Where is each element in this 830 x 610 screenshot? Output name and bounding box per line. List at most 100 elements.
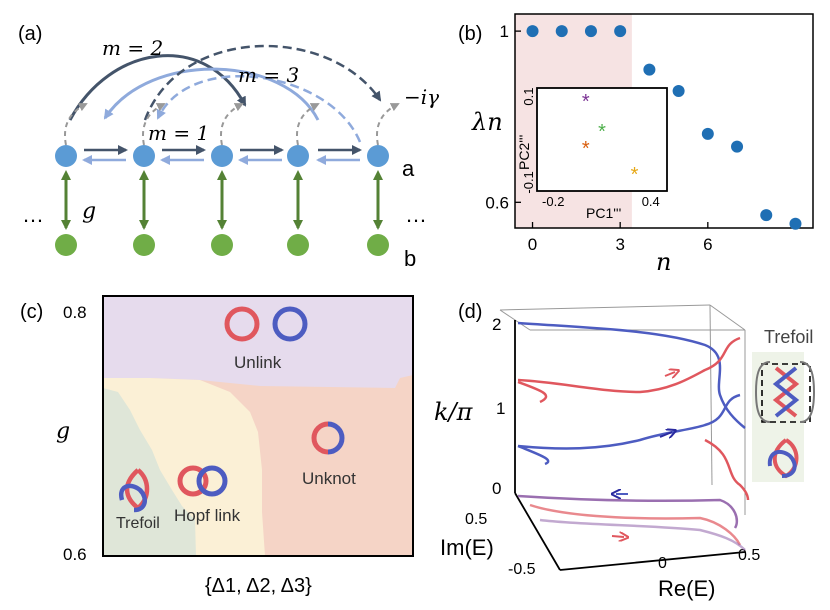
braid-loop-right [799, 361, 816, 423]
inset-points: **** [582, 91, 639, 186]
row-a-label: a [402, 156, 415, 181]
bands [517, 321, 750, 551]
z-tick-1: 1 [496, 399, 505, 418]
hopf-label: Hopf link [174, 506, 241, 525]
band-red-right [704, 438, 750, 501]
label-m1: m = 1 [148, 121, 209, 145]
hopf-blue-ring [196, 465, 228, 497]
loss-arrow-2 [142, 103, 166, 146]
b-point [643, 63, 656, 76]
arrow-red-upper [664, 372, 675, 376]
b-ytick-label: 1 [500, 22, 509, 41]
hop-m2-back [103, 67, 320, 121]
loss-arrow-4 [296, 103, 320, 146]
band-base-purple [539, 518, 746, 551]
trefoil-braid-box [761, 363, 811, 423]
band-red-hook [517, 380, 548, 404]
im-tick-top: 0.5 [465, 511, 487, 528]
site-a-2 [133, 145, 155, 167]
b-point [701, 127, 714, 140]
plot-frame-c [102, 295, 414, 557]
inset-ticks: -0.2 0.4 -0.1 0.1 [521, 88, 660, 209]
unlink-label: Unlink [234, 353, 282, 372]
ellipsis-right: … [405, 202, 427, 227]
b-xtick-label: 0 [528, 235, 537, 254]
region-unlink [103, 296, 413, 388]
panel-c-label: (c) [20, 301, 43, 323]
hop-m2-forward [68, 54, 247, 121]
unlink-blue-ring [272, 306, 308, 342]
arrow-blue-lower [659, 432, 672, 437]
band-base-red [529, 503, 742, 546]
c-xlabel: {Δ1, Δ2, Δ3} [205, 575, 312, 597]
inset-point: * [598, 121, 606, 143]
label-m2: m = 2 [102, 36, 163, 60]
knot-blue [767, 449, 797, 478]
site-a-4 [287, 145, 309, 167]
hop-m3-back [156, 75, 362, 143]
row-b-label: b [404, 246, 416, 271]
b-points [526, 25, 802, 230]
b-point [760, 209, 773, 222]
site-b-1 [55, 234, 77, 256]
re-axis [559, 551, 746, 571]
b-axis-ticks: 0 3 6 0.6 1 [485, 22, 712, 254]
inset-point: * [582, 138, 590, 160]
label-g: g [82, 199, 96, 224]
b-point [731, 140, 744, 153]
b-point [789, 217, 802, 230]
trefoil-label: Trefoil [116, 515, 160, 532]
trefoil-blue-lobe [118, 483, 148, 513]
re-tick-05: 0.5 [738, 547, 760, 564]
b-xtick-label: 6 [703, 235, 712, 254]
b-xtick-label: 3 [615, 235, 624, 254]
b-point [672, 85, 685, 98]
inset-ytick-label: -0.1 [521, 171, 536, 193]
panel-b-label: (b) [458, 23, 482, 45]
box-3d [499, 304, 746, 515]
inset-ytick-label: 0.1 [521, 88, 536, 106]
d-zlabel: k/π [434, 398, 474, 426]
site-b-4 [287, 234, 309, 256]
inset-xtick-label: -0.2 [542, 194, 564, 209]
z-tick-2: 2 [492, 315, 501, 334]
inset-frame [536, 87, 668, 192]
label-loss: −iγ [404, 85, 439, 109]
b-xlabel: n [656, 248, 671, 276]
panel-a: (a) m = 2 m = 3 m = 1 −iγ [18, 23, 439, 271]
c-ytick-bottom: 0.6 [63, 545, 87, 564]
site-a-5 [367, 145, 389, 167]
b-ylabel: λn [471, 108, 503, 136]
d-xlabel: Re(E) [658, 576, 715, 601]
loss-arrow-3 [220, 103, 244, 146]
panel-d: (d) 2 1 0 0.5 -0.5 0 0.5 k/π Im(E) Re(E) [434, 301, 816, 601]
d-ylabel: Im(E) [440, 535, 494, 560]
unknot-blue-arc [327, 421, 345, 455]
im-tick-bottom: -0.5 [508, 561, 536, 578]
band-blue-lower [517, 393, 741, 450]
band-blue-hook [517, 444, 550, 466]
z-tick-0: 0 [492, 479, 501, 498]
loss-arrow-5 [376, 103, 400, 146]
inset-xlabel: PC1''' [586, 205, 621, 221]
c-ylabel: g [56, 419, 70, 444]
inset-ylabel: PC2''' [516, 135, 532, 170]
inset-xtick-label: 0.4 [642, 194, 660, 209]
region-trefoil [103, 388, 196, 556]
braid-loop-left [754, 361, 771, 423]
site-b-5 [367, 234, 389, 256]
panel-c: (c) 0.8 0.6 g {Δ1, Δ2, Δ3} Unlink Unknot… [20, 295, 414, 597]
plot-frame-b [514, 13, 814, 229]
inset-point: * [582, 91, 590, 113]
b-point [526, 25, 539, 38]
unlink-red-ring [224, 306, 260, 342]
band-purple [517, 494, 739, 529]
c-ytick-top: 0.8 [63, 303, 87, 322]
hop-m3-forward [143, 44, 382, 121]
site-b-3 [211, 234, 233, 256]
b-ytick-label: 0.6 [485, 193, 509, 212]
site-b-2 [133, 234, 155, 256]
b-point [555, 25, 568, 38]
